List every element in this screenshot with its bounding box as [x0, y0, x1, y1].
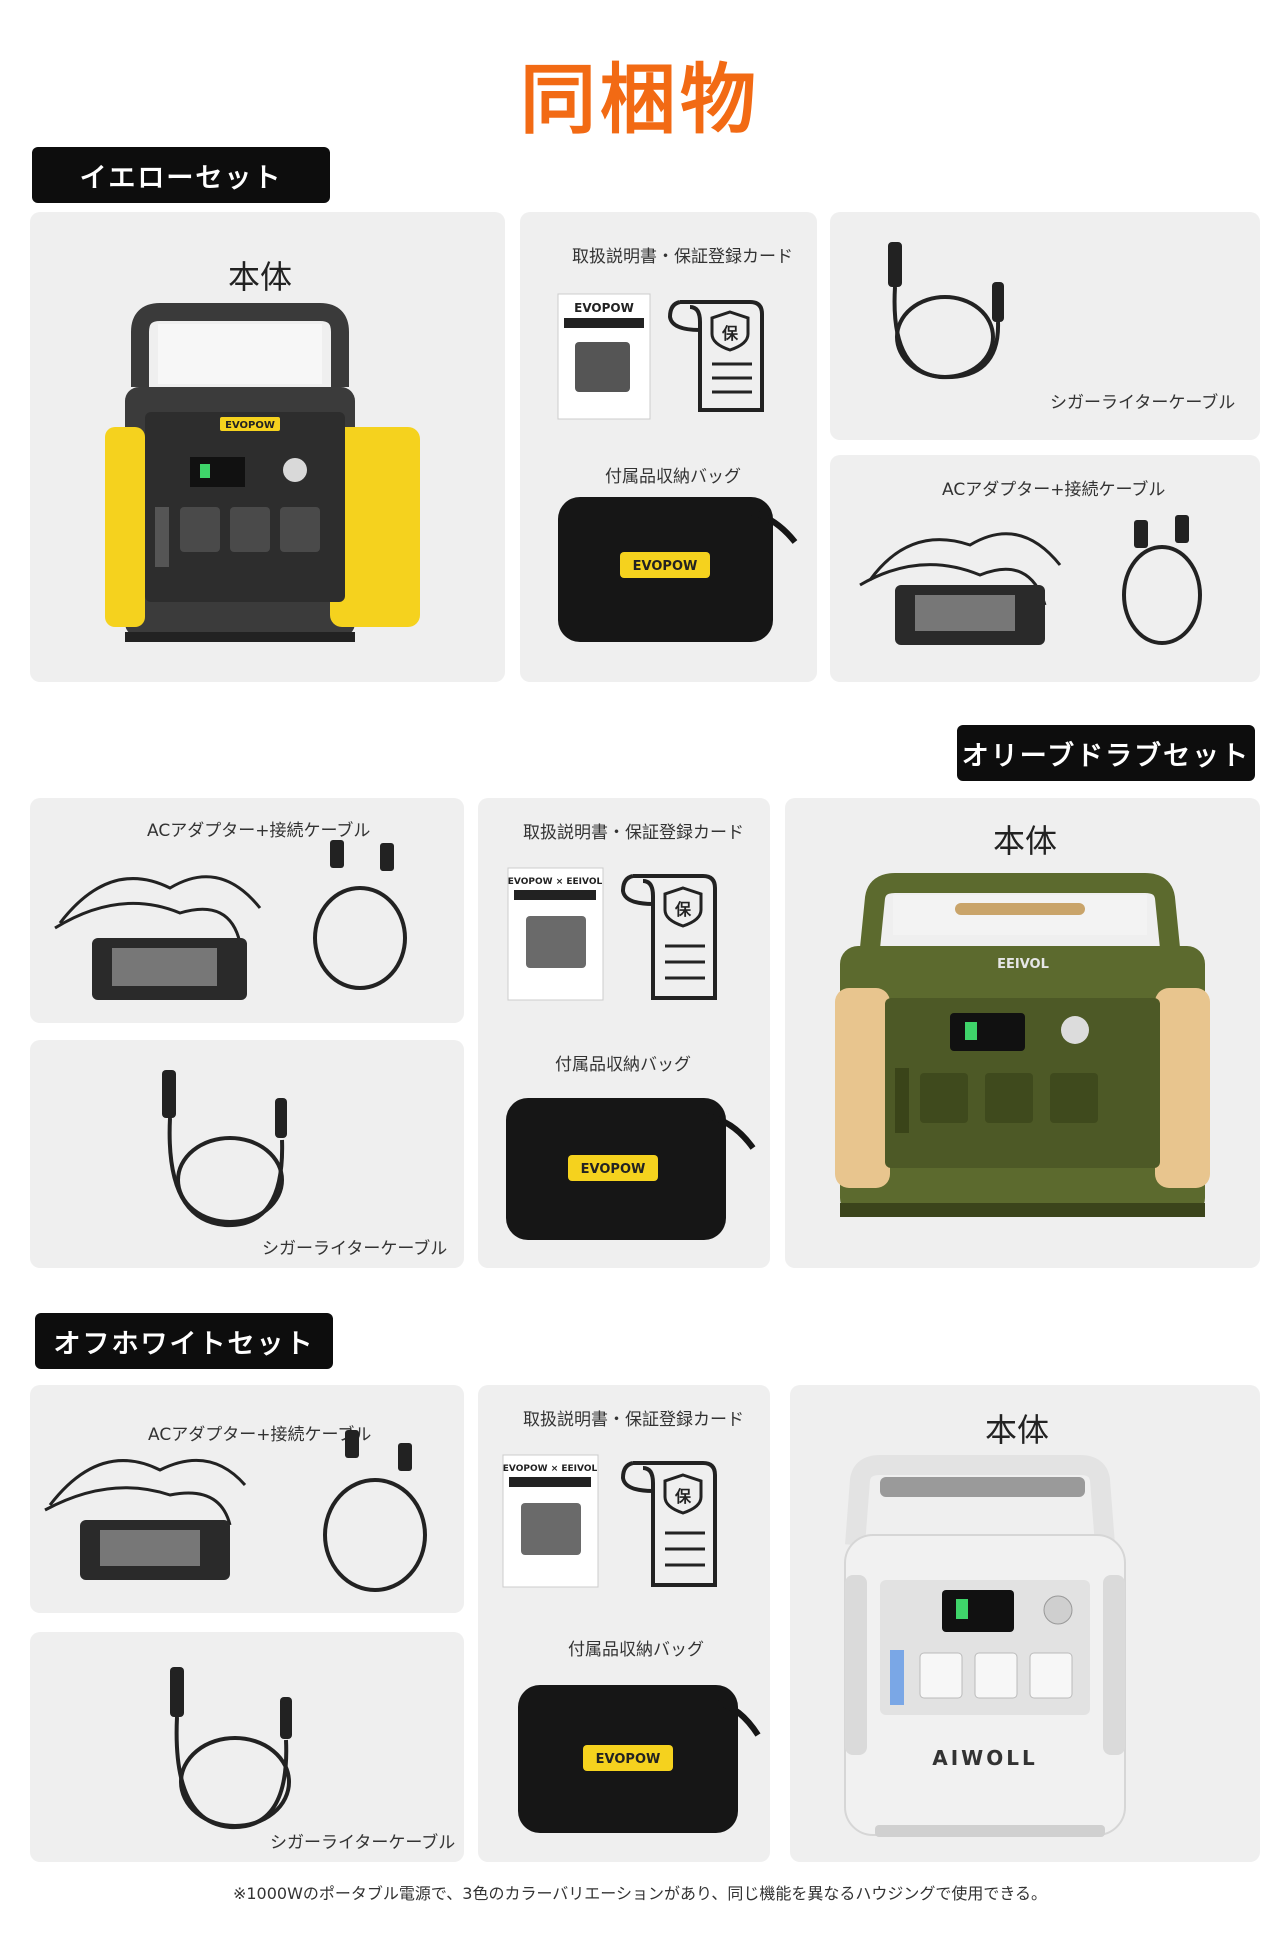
caption-manual: 取扱説明書・保証登録カード	[572, 247, 793, 267]
caption-car-cable: シガーライターケーブル	[262, 1239, 448, 1259]
card-manual-bag-olive: 取扱説明書・保証登録カード EVOPOW × EEIVOL 保 付属品収納バッグ…	[478, 798, 770, 1268]
caption-bag: 付属品収納バッグ	[555, 1055, 691, 1075]
car-cable-image	[162, 1070, 287, 1228]
warranty-glyph: 保	[674, 900, 692, 919]
power-station-olive-image: EEIVOL	[835, 873, 1210, 1217]
storage-bag-image: EVOPOW	[506, 1098, 756, 1240]
storage-bag-icon: EVOPOW	[518, 1685, 761, 1833]
caption-main-unit: 本体	[228, 258, 293, 296]
caption-manual: 取扱説明書・保証登録カード	[523, 823, 744, 843]
ac-adapter-image	[54, 840, 407, 1000]
brand-mark: AIWOLL	[932, 1746, 1037, 1770]
bag-brand: EVOPOW	[581, 1162, 646, 1177]
ac-adapter-image	[44, 1430, 427, 1592]
footnote: ※1000Wのポータブル電源で、3色のカラーバリエーションがあり、同じ機能を異な…	[232, 1884, 1048, 1903]
card-manual-bag-offwhite: 取扱説明書・保証登録カード EVOPOW × EEIVOL 保 付属品収納バッグ…	[478, 1385, 770, 1862]
booklet-brand: EVOPOW	[574, 301, 634, 315]
power-station-icon: AIWOLL	[844, 1455, 1126, 1837]
storage-bag-image: EVOPOW	[558, 497, 798, 642]
manual-and-warranty-image: EVOPOW 保	[557, 293, 764, 420]
car-charger-cable-icon	[162, 1070, 287, 1228]
booklet-collab: EVOPOW × EEIVOL	[508, 877, 603, 887]
caption-ac-adapter: ACアダプター+接続ケーブル	[148, 1425, 372, 1445]
warranty-glyph: 保	[674, 1487, 692, 1506]
storage-bag-image: EVOPOW	[518, 1685, 761, 1833]
set-label-yellow: イエローセット	[32, 147, 330, 203]
caption-bag: 付属品収納バッグ	[605, 467, 741, 487]
caption-main-unit: 本体	[985, 1411, 1050, 1449]
caption-bag: 付属品収納バッグ	[568, 1640, 704, 1660]
ac-adapter-icon	[44, 1458, 247, 1580]
card-main-unit-offwhite: 本体 AIWOLL	[790, 1385, 1260, 1862]
storage-bag-icon: EVOPOW	[558, 497, 798, 642]
storage-bag-icon: EVOPOW	[506, 1098, 756, 1240]
card-ac-adapter-yellow: ACアダプター+接続ケーブル	[830, 455, 1260, 682]
bag-brand: EVOPOW	[633, 559, 698, 574]
car-charger-cable-icon	[170, 1667, 292, 1830]
car-cable-image	[170, 1667, 292, 1830]
page-title: 同梱物	[520, 55, 760, 144]
caption-car-cable: シガーライターケーブル	[1050, 393, 1236, 413]
card-ac-adapter-offwhite: ACアダプター+接続ケーブル	[30, 1385, 464, 1613]
card-car-cable-offwhite: シガーライターケーブル	[30, 1632, 464, 1862]
car-cable-image	[888, 242, 1004, 380]
caption-main-unit: 本体	[993, 822, 1058, 860]
ac-adapter-image	[859, 515, 1202, 645]
booklet-collab: EVOPOW × EEIVOL	[503, 1464, 598, 1474]
warranty-card-icon: 保	[620, 1461, 717, 1587]
ac-adapter-icon	[54, 875, 262, 1000]
card-main-unit-olive: 本体 EEIVOL	[785, 798, 1260, 1268]
card-car-cable-yellow: シガーライターケーブル	[830, 212, 1260, 440]
manual-and-warranty-image: EVOPOW × EEIVOL 保	[502, 1454, 717, 1588]
bag-brand: EVOPOW	[596, 1752, 661, 1767]
caption-manual: 取扱説明書・保証登録カード	[523, 1410, 744, 1430]
warranty-glyph: 保	[721, 324, 739, 343]
warranty-card-icon: 保	[667, 300, 764, 412]
power-station-offwhite-image: AIWOLL	[844, 1455, 1126, 1837]
card-ac-adapter-olive: ACアダプター+接続ケーブル	[30, 798, 464, 1023]
card-main-unit-yellow: 本体 EVOPOW	[30, 212, 505, 682]
power-station-icon: EVOPOW	[105, 303, 420, 642]
card-car-cable-olive: シガーライターケーブル	[30, 1040, 464, 1268]
warranty-card-icon: 保	[620, 874, 717, 1000]
set-label-olive: オリーブドラブセット	[957, 725, 1255, 781]
power-station-icon: EEIVOL	[835, 873, 1210, 1217]
caption-ac-adapter: ACアダプター+接続ケーブル	[942, 480, 1166, 500]
caption-ac-adapter: ACアダプター+接続ケーブル	[147, 821, 371, 841]
set-label-offwhite: オフホワイトセット	[35, 1313, 333, 1369]
brand-mark: EEIVOL	[997, 957, 1049, 972]
brand-mark: EVOPOW	[225, 420, 275, 431]
caption-car-cable: シガーライターケーブル	[270, 1833, 456, 1853]
car-charger-cable-icon	[888, 242, 1004, 380]
power-cord-icon	[313, 840, 407, 990]
power-cord-icon	[1122, 515, 1202, 645]
power-station-yellow-image: EVOPOW	[105, 303, 420, 642]
manual-and-warranty-image: EVOPOW × EEIVOL 保	[507, 867, 717, 1001]
ac-adapter-icon	[859, 532, 1062, 645]
power-cord-icon	[323, 1430, 427, 1592]
card-manual-bag-yellow: 取扱説明書・保証登録カード EVOPOW 保 付属品収納バッグ EVOPOW	[520, 212, 817, 682]
